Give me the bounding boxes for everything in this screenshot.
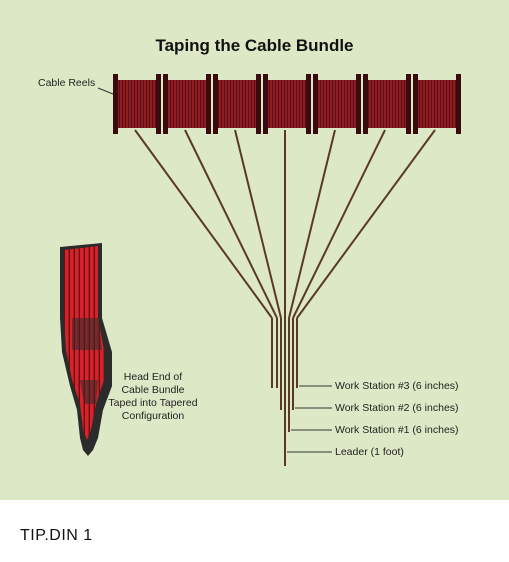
cable-2 <box>184 129 278 319</box>
figure-caption: TIP.DIN 1 <box>20 527 93 544</box>
head-end-label-line: Taped into Tapered <box>108 397 198 409</box>
reel-7 <box>413 74 461 134</box>
callout-leader: Leader (1 foot) <box>335 446 404 458</box>
cable-1 <box>134 129 273 319</box>
reel-6 <box>363 74 411 134</box>
cable-7 <box>296 129 436 319</box>
reel-3 <box>213 74 261 134</box>
cable-6 <box>292 129 386 319</box>
figure-footer: TIP.DIN 1 <box>0 500 509 562</box>
head-end-label-line: Configuration <box>121 410 185 422</box>
callout-ws2: Work Station #2 (6 inches) <box>335 402 459 414</box>
callout-ws1: Work Station #1 (6 inches) <box>335 424 459 436</box>
head-end-label-line: Head End of <box>123 371 183 383</box>
diagram-title: Taping the Cable Bundle <box>155 36 354 55</box>
cable-reels <box>113 74 461 134</box>
reel-1 <box>113 74 161 134</box>
reel-4 <box>263 74 311 134</box>
diagram-panel: Taping the Cable Bundle Cable Reels Head… <box>0 0 509 500</box>
head-end-label-line: Cable Bundle <box>121 384 185 396</box>
reel-2 <box>163 74 211 134</box>
bundle-staggered-ends <box>271 318 298 466</box>
head-end-label: Head End of Cable Bundle Taped into Tape… <box>103 371 203 423</box>
cable-5 <box>288 129 336 319</box>
reel-5 <box>313 74 361 134</box>
callout-ws3: Work Station #3 (6 inches) <box>335 380 459 392</box>
cables <box>134 129 436 319</box>
bundle-head-end <box>60 243 112 456</box>
diagram-canvas <box>60 74 461 466</box>
callout-lines <box>287 385 332 453</box>
cable-reels-label: Cable Reels <box>38 77 96 89</box>
cable-3 <box>234 129 282 319</box>
